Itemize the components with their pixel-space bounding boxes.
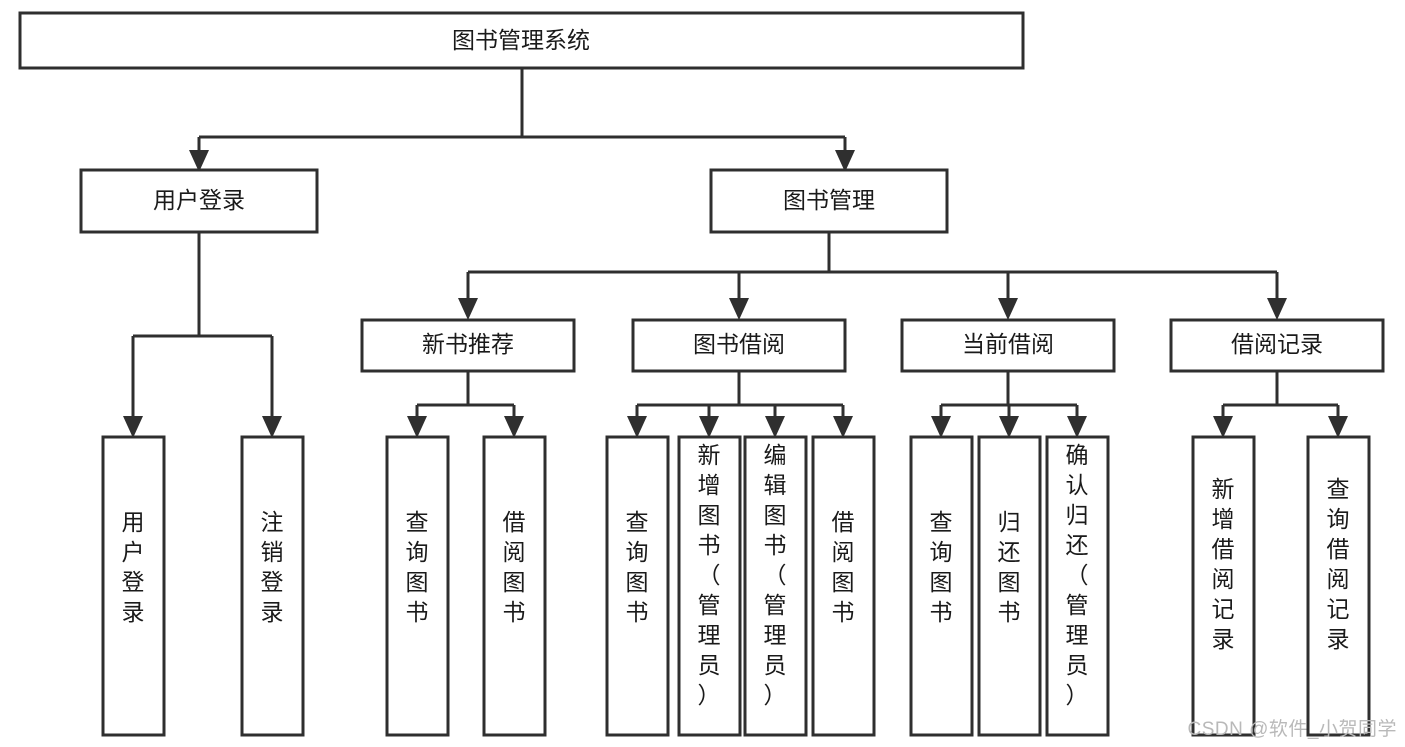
node-leaf-logout[interactable]: 注销登录 [240, 435, 305, 737]
node-book-manage[interactable]: 图书管理 [709, 168, 949, 234]
connector-root-to-level1 [189, 68, 855, 172]
node-borrow-record-label: 借阅记录 [1231, 331, 1323, 357]
node-leaf-add-book-label: 新增图书（管理员） [698, 442, 721, 708]
node-current-borrow[interactable]: 当前借阅 [900, 318, 1116, 373]
connector-borrowrecord-to-leaves [1213, 371, 1348, 438]
node-leaf-confirm-return-label: 确认归还（管理员） [1066, 442, 1089, 708]
node-leaf-edit-book-label: 编辑图书（管理员） [764, 442, 787, 708]
node-leaf-borrow-book-1[interactable]: 借阅图书 [482, 435, 547, 737]
node-leaf-query-book-2-label: 查询图书 [626, 509, 649, 625]
node-leaf-return-book-label: 归还图书 [998, 509, 1021, 625]
connector-currentborrow-to-leaves [931, 371, 1087, 438]
connector-newbook-to-leaves [407, 371, 524, 438]
node-leaf-borrow-book-2-label: 借阅图书 [832, 509, 855, 625]
node-leaf-borrow-book-2[interactable]: 借阅图书 [811, 435, 876, 737]
node-book-manage-label: 图书管理 [783, 187, 875, 213]
node-leaf-confirm-return[interactable]: 确认归还（管理员） [1045, 435, 1110, 737]
node-leaf-query-record[interactable]: 查询借阅记录 [1306, 435, 1371, 737]
node-leaf-query-book-1-label: 查询图书 [406, 509, 429, 625]
node-leaf-query-book-3[interactable]: 查询图书 [909, 435, 974, 737]
node-leaf-add-record-label: 新增借阅记录 [1212, 476, 1235, 652]
node-leaf-query-book-2[interactable]: 查询图书 [605, 435, 670, 737]
node-leaf-borrow-book-1-label: 借阅图书 [503, 509, 526, 625]
node-new-book-rec-label: 新书推荐 [422, 331, 514, 357]
node-borrow-record[interactable]: 借阅记录 [1169, 318, 1385, 373]
node-leaf-query-book-3-label: 查询图书 [930, 509, 953, 625]
node-leaf-query-book-1[interactable]: 查询图书 [385, 435, 450, 737]
connector-userlogin-to-leaves [123, 232, 282, 438]
node-leaf-return-book[interactable]: 归还图书 [977, 435, 1042, 737]
node-leaf-logout-label: 注销登录 [261, 509, 284, 625]
node-leaf-user-login[interactable]: 用户登录 [101, 435, 166, 737]
node-leaf-query-record-label: 查询借阅记录 [1327, 476, 1350, 652]
node-user-login-label: 用户登录 [153, 187, 245, 213]
node-leaf-add-record[interactable]: 新增借阅记录 [1191, 435, 1256, 737]
node-root-label: 图书管理系统 [452, 27, 590, 53]
connector-bookmanage-to-level2 [458, 232, 1287, 320]
node-leaf-edit-book[interactable]: 编辑图书（管理员） [743, 435, 808, 737]
node-user-login[interactable]: 用户登录 [79, 168, 319, 234]
connector-bookborrow-to-leaves [627, 371, 853, 438]
node-leaf-user-login-label: 用户登录 [122, 509, 145, 625]
node-leaf-add-book[interactable]: 新增图书（管理员） [677, 435, 742, 737]
node-book-borrow[interactable]: 图书借阅 [631, 318, 847, 373]
node-current-borrow-label: 当前借阅 [962, 331, 1054, 357]
node-root[interactable]: 图书管理系统 [18, 11, 1025, 70]
node-book-borrow-label: 图书借阅 [693, 331, 785, 357]
node-new-book-rec[interactable]: 新书推荐 [360, 318, 576, 373]
